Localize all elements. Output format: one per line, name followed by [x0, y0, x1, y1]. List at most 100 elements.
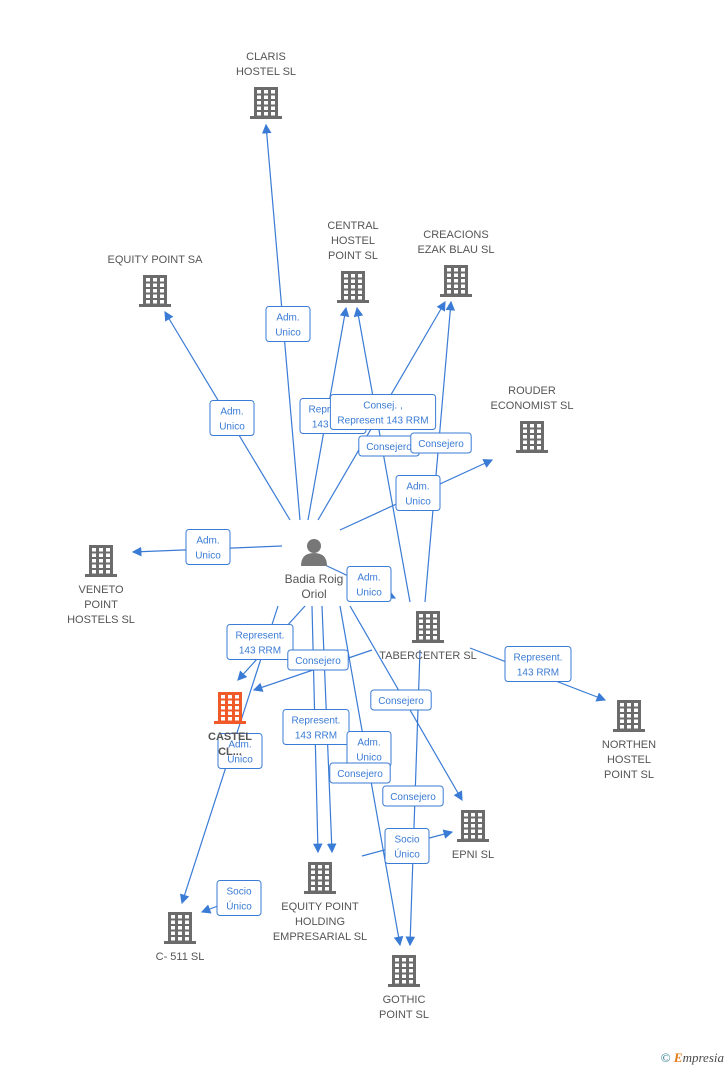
- edge-label-text: Consejero: [337, 769, 383, 780]
- edge-label-box: [504, 646, 572, 682]
- brand-initial: E: [673, 1050, 683, 1065]
- edge-label-box: [209, 400, 255, 436]
- company-name-label[interactable]: HOSTELS SL: [67, 614, 135, 626]
- edge-label-text: Represent.: [292, 716, 341, 727]
- edge-label: Represent. 143 RRM: [282, 709, 350, 745]
- edge-label-box: [282, 709, 350, 745]
- edge-label-text: Adm.: [406, 482, 429, 493]
- person-icon[interactable]: [301, 539, 327, 566]
- edge-label-box: [395, 475, 441, 511]
- edge-label-text: Único: [226, 900, 252, 913]
- edge-label: Consejero: [410, 432, 472, 454]
- company-name-label[interactable]: TABERCENTER SL: [379, 650, 477, 662]
- edge-label-text: Unico: [405, 497, 431, 508]
- edge-label: Consej. , Represent 143 RRM: [329, 394, 437, 430]
- company-name-label[interactable]: EQUITY POINT: [281, 901, 359, 913]
- company-name-label[interactable]: EQUITY POINT SA: [108, 254, 204, 266]
- edge-label: Adm.Unico: [346, 731, 392, 767]
- company-name-label[interactable]: EPNI SL: [452, 849, 494, 861]
- edge-label: Adm.Unico: [185, 529, 231, 565]
- company-name-label[interactable]: CLARIS: [246, 51, 286, 63]
- company-name-label[interactable]: POINT: [84, 599, 118, 611]
- building-icon[interactable]: [337, 271, 369, 303]
- edge-label-text: Unico: [219, 422, 245, 433]
- edge-label-box: [329, 394, 437, 430]
- edge-label-text: Unico: [195, 551, 221, 562]
- edge-label-text: Adm.: [276, 313, 299, 324]
- building-icon[interactable]: [388, 955, 420, 987]
- copyright-symbol: ©: [660, 1050, 671, 1065]
- company-name-label[interactable]: CASTEL: [208, 731, 252, 743]
- edge-label-text: Adm.: [220, 407, 243, 418]
- building-icon[interactable]: [214, 692, 246, 724]
- company-name-label[interactable]: HOLDING: [295, 916, 345, 928]
- edge-label-text: 143 RRM: [517, 668, 559, 679]
- edge-label-text: Unico: [275, 328, 301, 339]
- edge-label: Consejero: [287, 649, 349, 671]
- edge-label-box: [265, 306, 311, 342]
- nodes-layer: CLARIS HOSTEL SL EQUITY POINT SA CENTRAL HOS…: [67, 51, 656, 1021]
- company-name-label[interactable]: EMPRESARIAL SL: [273, 931, 367, 943]
- edge-label-text: 143 RRM: [295, 731, 337, 742]
- edge-label-text: Adm.: [357, 573, 380, 584]
- edge-label-text: Unico: [227, 755, 253, 766]
- edge-label-text: Represent.: [236, 631, 285, 642]
- building-icon[interactable]: [440, 265, 472, 297]
- edge-label: Consejero: [329, 762, 391, 784]
- company-name-label[interactable]: CREACIONS: [423, 229, 488, 241]
- edge-label-text: Consejero: [295, 656, 341, 667]
- person-name-label[interactable]: Badia Roig: [285, 572, 344, 586]
- edge-label-text: 143 RRM: [239, 646, 281, 657]
- company-name-label[interactable]: C- 511 SL: [156, 951, 205, 963]
- edge-label-text: Consejero: [418, 439, 464, 450]
- company-name-label[interactable]: CL...: [218, 746, 242, 758]
- edge-label-text: Consejero: [390, 792, 436, 803]
- company-name-label[interactable]: POINT SL: [604, 769, 654, 781]
- edge-label-box: [217, 733, 263, 769]
- company-name-label[interactable]: POINT SL: [328, 250, 378, 262]
- edge-label-text: Consejero: [366, 442, 412, 453]
- building-icon[interactable]: [516, 421, 548, 453]
- company-name-label[interactable]: VENETO: [78, 584, 123, 596]
- person-name-label[interactable]: Oriol: [301, 587, 326, 601]
- building-icon[interactable]: [250, 87, 282, 119]
- company-name-label[interactable]: ECONOMIST SL: [491, 400, 574, 412]
- brand-name: mpresia: [682, 1050, 724, 1065]
- building-icon[interactable]: [304, 862, 336, 894]
- edge-label: Represent. 143 RRM: [504, 646, 572, 682]
- company-name-label[interactable]: HOSTEL: [607, 754, 651, 766]
- edge-label: Adm. Unico: [395, 475, 441, 511]
- building-icon[interactable]: [613, 700, 645, 732]
- company-name-label[interactable]: NORTHEN: [602, 739, 656, 751]
- edge-label-text: Socio: [226, 887, 251, 898]
- edge-label-text: Represent 143 RRM: [337, 416, 428, 427]
- building-icon[interactable]: [412, 611, 444, 643]
- empresia-watermark: © Empresia: [661, 1050, 724, 1066]
- building-icon[interactable]: [164, 912, 196, 944]
- company-name-label[interactable]: GOTHIC: [383, 994, 426, 1006]
- building-icon[interactable]: [457, 810, 489, 842]
- edge-label-text: Represent.: [514, 653, 563, 664]
- building-icon[interactable]: [85, 545, 117, 577]
- edge-label-box: [382, 785, 444, 807]
- company-name-label[interactable]: ROUDER: [508, 385, 556, 397]
- edge-label: Consejero: [370, 689, 432, 711]
- edge-label-text: Consej. ,: [363, 401, 402, 412]
- edge-label-text: Socio: [394, 835, 419, 846]
- building-icon[interactable]: [139, 275, 171, 307]
- edge-label-box: [216, 880, 262, 916]
- company-name-label[interactable]: CENTRAL: [327, 220, 378, 232]
- edge-label-box: [346, 566, 392, 602]
- edge-label: Adm. Unico: [265, 306, 311, 342]
- edge-label-text: Adm.: [357, 738, 380, 749]
- company-name-label[interactable]: HOSTEL: [331, 235, 375, 247]
- company-name-label[interactable]: EZAK BLAU SL: [417, 244, 494, 256]
- edge-label: Adm. Unico: [209, 400, 255, 436]
- edge-label: Adm.Unico: [346, 566, 392, 602]
- edge-label-box: [287, 649, 349, 671]
- company-name-label[interactable]: POINT SL: [379, 1009, 429, 1021]
- company-name-label[interactable]: HOSTEL SL: [236, 66, 296, 78]
